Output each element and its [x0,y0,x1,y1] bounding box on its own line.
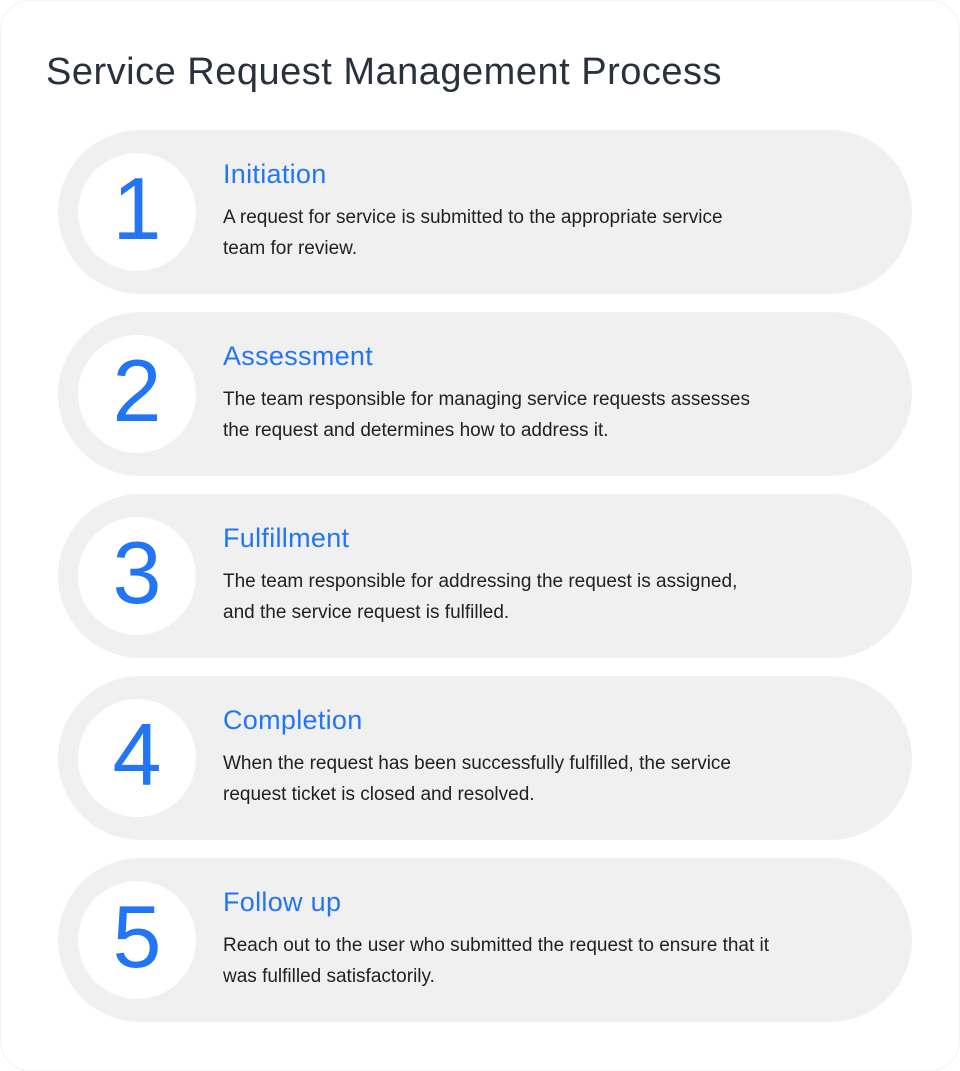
step-description: Reach out to the user who submitted the … [223,935,770,988]
step-title: Initiation [223,158,327,189]
step-title: Fulfillment [223,522,350,553]
step-description: A request for service is submitted to th… [223,207,723,260]
step-title: Follow up [223,886,342,917]
step-card-follow-up: 5 Follow up Reach out to the user who su… [58,858,912,1022]
step-text-block: Fulfillment The team responsible for add… [223,522,738,629]
step-text-block: Completion When the request has been suc… [223,704,731,811]
step-title: Assessment [223,340,374,371]
step-card-completion: 4 Completion When the request has been s… [58,676,912,840]
step-number: 5 [112,887,162,986]
step-number-circle: 4 [78,699,196,817]
step-number-circle: 5 [78,881,196,999]
step-card-assessment: 2 Assessment The team responsible for ma… [58,312,912,476]
step-card-fulfillment: 3 Fulfillment The team responsible for a… [58,494,912,658]
step-number: 4 [112,705,162,804]
step-description: The team responsible for managing servic… [223,389,750,442]
step-number: 1 [112,159,162,258]
step-number: 2 [112,341,162,440]
page-title: Service Request Management Process [46,51,722,93]
step-card-initiation: 1 Initiation A request for service is su… [58,130,912,294]
step-title: Completion [223,704,363,735]
step-number: 3 [112,523,162,622]
step-description: When the request has been successfully f… [223,753,731,806]
steps-list: 1 Initiation A request for service is su… [58,130,912,1022]
step-number-circle: 3 [78,517,196,635]
step-number-circle: 2 [78,335,196,453]
step-description: The team responsible for addressing the … [223,571,738,624]
step-text-block: Assessment The team responsible for mana… [223,340,750,447]
step-text-block: Follow up Reach out to the user who subm… [223,886,770,993]
step-number-circle: 1 [78,153,196,271]
step-text-block: Initiation A request for service is subm… [223,158,723,265]
